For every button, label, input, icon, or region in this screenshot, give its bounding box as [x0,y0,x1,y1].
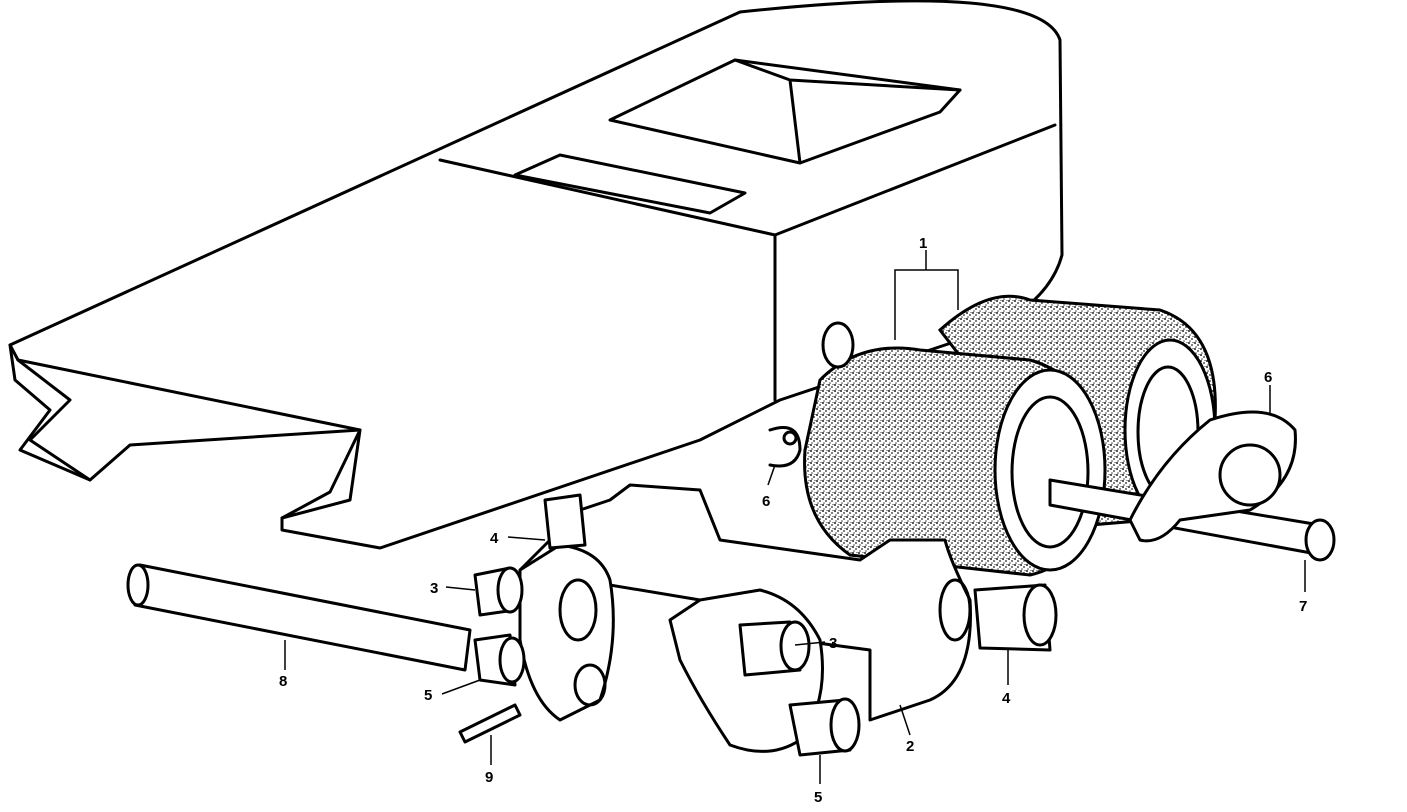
callout-5-left: 5 [424,687,432,704]
callout-4-rear: 4 [490,530,499,547]
callout-1: 1 [919,235,927,252]
load-rollers [803,294,1217,577]
side-plate-left [768,426,802,468]
callout-3-right: 3 [829,635,837,652]
leader-lines [284,250,1306,784]
bushings [473,493,1058,757]
callout-2: 2 [906,738,914,755]
callout-5-right: 5 [814,789,822,806]
callout-6-right: 6 [1264,369,1272,386]
callout-8: 8 [279,673,287,690]
callout-6-left: 6 [762,493,770,510]
callout-9: 9 [485,769,493,786]
callout-3-left: 3 [430,580,438,597]
callout-4-front: 4 [1002,690,1011,707]
pivot-pin [126,563,472,672]
roll-pin [458,703,522,744]
fork-chassis [8,0,1064,550]
side-plate-right [1128,410,1297,543]
callout-7: 7 [1299,598,1307,615]
